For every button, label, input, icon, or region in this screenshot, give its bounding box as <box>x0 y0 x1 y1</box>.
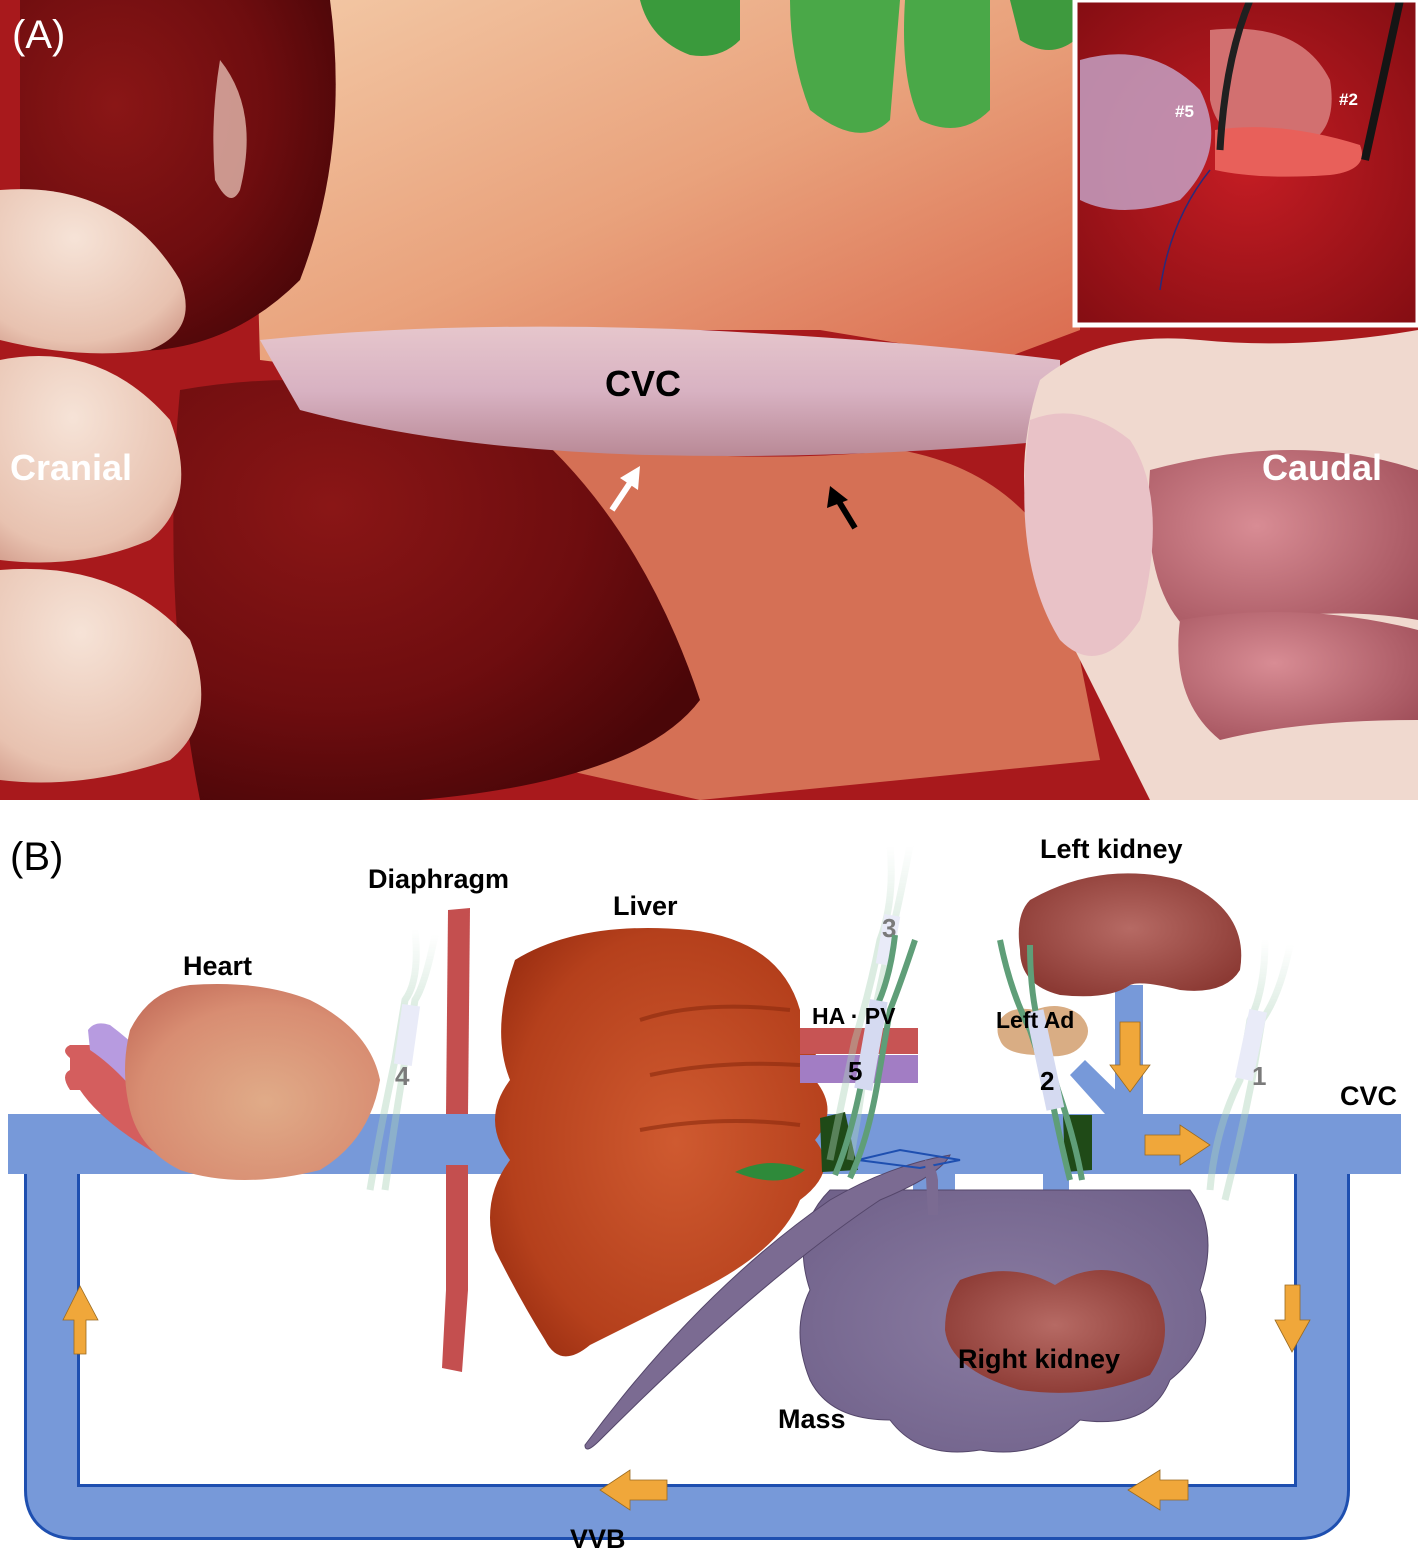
panel-b-schematic: 4 3 5 2 1 <box>0 800 1418 1550</box>
liver-glare <box>213 60 247 198</box>
flow-arrows <box>62 1021 1311 1511</box>
panel-a-letter: (A) <box>12 13 65 57</box>
inset-label-2: #2 <box>1339 90 1358 109</box>
adrenal-vein-branch <box>1070 1060 1140 1114</box>
flow-arrow-down-renal <box>1109 1021 1151 1093</box>
clamp-5 <box>832 934 918 1180</box>
inset-clamp-2 <box>1361 0 1404 161</box>
liver-fold-3 <box>639 1119 801 1132</box>
white-arrow <box>609 466 640 512</box>
bowel-loop-1 <box>1148 450 1418 640</box>
label-vvb: VVB <box>570 1524 626 1550</box>
photo-label-caudal: Caudal <box>1262 447 1382 488</box>
flow-arrow-left-vvb-mid <box>599 1469 668 1511</box>
inset-ligated-vessel <box>1215 127 1362 177</box>
right-kidney <box>945 1270 1165 1393</box>
finger-2 <box>0 356 182 563</box>
flow-arrow-up-vvb <box>62 1285 99 1355</box>
label-cvc: CVC <box>1340 1081 1397 1111</box>
green-glove-4 <box>1010 0 1075 50</box>
photo-label-cranial: Cranial <box>10 447 132 488</box>
inset-tissue <box>1210 28 1332 151</box>
panel-a-photograph: #5 #2 (A) CVC Cranial Caudal <box>0 0 1418 800</box>
label-left-kidney: Left kidney <box>1040 834 1183 864</box>
panel-b-letter: (B) <box>10 835 63 879</box>
green-glove-3 <box>904 0 990 128</box>
left-kidney <box>1018 873 1242 997</box>
flow-arrow-left-vvb-right <box>1127 1469 1189 1511</box>
bowel-loop-3 <box>1024 413 1153 656</box>
liver-lobe-lower <box>173 380 701 800</box>
green-glove-2 <box>790 0 900 133</box>
diaphragm-lower <box>442 1165 468 1372</box>
liver-fold-1 <box>639 1004 791 1022</box>
liver <box>490 928 828 1357</box>
flow-arrow-down-vvb <box>1274 1284 1311 1353</box>
label-diaphragm: Diaphragm <box>368 864 509 894</box>
cvc-vessel <box>260 326 1060 456</box>
clamp-number-1: 1 <box>1252 1061 1266 1091</box>
flow-arrow-right-cvc <box>1144 1124 1211 1166</box>
finger-3 <box>0 568 202 783</box>
schematic-diagram: 4 3 5 2 1 <box>8 834 1401 1550</box>
clamp-4 <box>366 929 439 1191</box>
clamp-2 <box>997 939 1085 1181</box>
inset-suture <box>1159 169 1211 291</box>
inset-photo: #5 #2 <box>1072 0 1418 328</box>
heart <box>65 984 380 1180</box>
green-glove-1 <box>640 0 740 56</box>
inset-clamp-5 <box>1216 0 1254 151</box>
inset-vessel <box>1080 54 1212 211</box>
heart-body <box>125 984 380 1180</box>
gallbladder <box>735 1162 805 1181</box>
liver-fold-2 <box>649 1061 801 1077</box>
label-ha-pv: HA · PV <box>812 1003 896 1029</box>
inset-border <box>1072 0 1418 328</box>
clamp-number-5: 5 <box>848 1056 862 1086</box>
surgical-photo: #5 #2 (A) CVC Cranial Caudal <box>0 0 1418 800</box>
mass-stalk <box>925 1160 938 1215</box>
tumor-thrombus <box>584 1154 951 1450</box>
label-right-kidney: Right kidney <box>958 1344 1120 1374</box>
label-liver: Liver <box>613 891 678 921</box>
clamp-number-4: 4 <box>395 1061 410 1091</box>
photo-label-cvc: CVC <box>605 363 681 404</box>
thrombus-cvc-outline <box>857 1148 961 1170</box>
label-left-adrenal: Left Ad <box>996 1007 1074 1033</box>
inset-label-5: #5 <box>1175 102 1194 121</box>
clamp-1 <box>1206 939 1294 1201</box>
label-heart: Heart <box>183 951 252 981</box>
label-mass: Mass <box>778 1404 846 1434</box>
diaphragm-upper <box>446 908 470 1114</box>
finger-1 <box>0 189 186 354</box>
clamp-number-2: 2 <box>1040 1066 1054 1096</box>
bowel-loop-2 <box>1178 612 1418 740</box>
black-arrow <box>827 486 858 530</box>
